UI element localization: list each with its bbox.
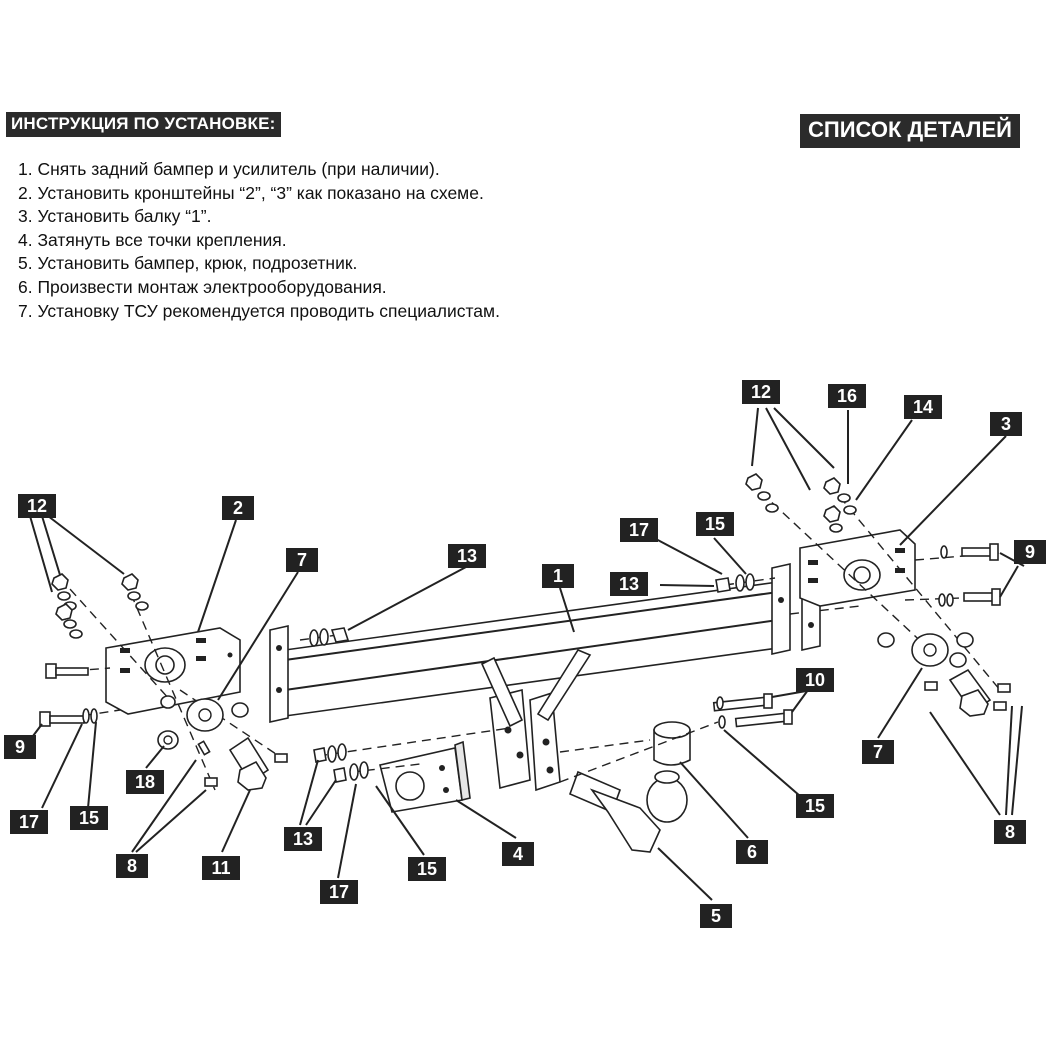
instruction-step: 2. Установить кронштейны “2”, “3” как по…: [18, 182, 484, 203]
svg-text:6: 6: [747, 842, 757, 862]
instruction-step: 3. Установить балку “1”.: [18, 206, 212, 227]
tag-17-left: 17: [10, 810, 48, 834]
tag-15-top: 15: [696, 512, 734, 536]
tag-12-right: 12: [742, 380, 780, 404]
svg-text:13: 13: [619, 574, 639, 594]
instruction-step: 6. Произвести монтаж электрооборудования…: [18, 276, 387, 297]
left-bracket-part: [105, 627, 241, 715]
tow-hook-part: [568, 770, 688, 853]
tag-15-bottom: 15: [408, 857, 446, 881]
tag-17-bottom: 17: [320, 880, 358, 904]
tag-14: 14: [904, 395, 942, 419]
svg-text:18: 18: [135, 772, 155, 792]
tag-3: 3: [990, 412, 1022, 436]
parts-list-title: СПИСОК ДЕТАЛЕЙ: [800, 114, 1020, 148]
svg-text:11: 11: [211, 858, 230, 878]
tag-9-right: 9: [1014, 540, 1046, 564]
instruction-step: 4. Затянуть все точки крепления.: [18, 229, 287, 250]
tag-17-top: 17: [620, 518, 658, 542]
right-fasteners: [745, 473, 1011, 717]
ball-cap-part: [653, 721, 691, 766]
tag-7-left: 7: [286, 548, 318, 572]
tag-11: 11: [202, 856, 240, 880]
main-beam-part: [269, 555, 861, 723]
svg-text:9: 9: [1025, 542, 1035, 562]
svg-text:13: 13: [293, 829, 313, 849]
svg-text:15: 15: [805, 796, 825, 816]
tag-9-left: 9: [4, 735, 36, 759]
tag-15-right: 15: [796, 794, 834, 818]
svg-text:15: 15: [705, 514, 725, 534]
instructions-title: ИНСТРУКЦИЯ ПО УСТАНОВКЕ:: [6, 112, 281, 137]
socket-bracket-part: [379, 740, 471, 813]
hook-mount-bracket: [480, 649, 592, 792]
tag-13-bottom: 13: [284, 827, 322, 851]
instructions-list: 1. Снять задний бампер и усилитель (при …: [18, 158, 500, 323]
tag-13-top: 13: [448, 544, 486, 568]
leader-lines: [29, 407, 1025, 901]
tag-18: 18: [126, 770, 164, 794]
instruction-step: 1. Снять задний бампер и усилитель (при …: [18, 159, 440, 179]
tag-13-right: 13: [610, 572, 648, 596]
svg-text:17: 17: [629, 520, 649, 540]
svg-text:3: 3: [1001, 414, 1011, 434]
tag-10: 10: [796, 668, 834, 692]
svg-text:7: 7: [297, 550, 307, 570]
tag-6: 6: [736, 840, 768, 864]
svg-text:17: 17: [329, 882, 349, 902]
center-fasteners: [299, 573, 793, 783]
tag-16: 16: [828, 384, 866, 408]
svg-text:15: 15: [417, 859, 437, 879]
tag-1: 1: [542, 564, 574, 588]
svg-text:13: 13: [457, 546, 477, 566]
instruction-step: 7. Установку ТСУ рекомендуется проводить…: [18, 300, 500, 321]
right-bracket-part: [799, 529, 916, 607]
svg-text:4: 4: [513, 844, 523, 864]
svg-text:17: 17: [19, 812, 39, 832]
tag-8-left: 8: [116, 854, 148, 878]
svg-text:5: 5: [711, 906, 721, 926]
svg-text:8: 8: [1005, 822, 1015, 842]
tag-5: 5: [700, 904, 732, 928]
left-fasteners: [39, 573, 288, 791]
svg-text:8: 8: [127, 856, 137, 876]
svg-text:7: 7: [873, 742, 883, 762]
svg-text:10: 10: [805, 670, 825, 690]
svg-text:12: 12: [27, 496, 47, 516]
instruction-step: 5. Установить бампер, крюк, подрозетник.: [18, 253, 358, 274]
tag-15-left: 15: [70, 806, 108, 830]
svg-text:2: 2: [233, 498, 243, 518]
svg-text:16: 16: [837, 386, 857, 406]
tag-2: 2: [222, 496, 254, 520]
tag-12-left: 12: [18, 494, 56, 518]
tag-4: 4: [502, 842, 534, 866]
svg-text:1: 1: [553, 566, 563, 586]
svg-text:14: 14: [913, 397, 933, 417]
tag-7-right: 7: [862, 740, 894, 764]
svg-text:12: 12: [751, 382, 771, 402]
svg-text:9: 9: [15, 737, 25, 757]
svg-text:15: 15: [79, 808, 99, 828]
tag-8-right: 8: [994, 820, 1026, 844]
